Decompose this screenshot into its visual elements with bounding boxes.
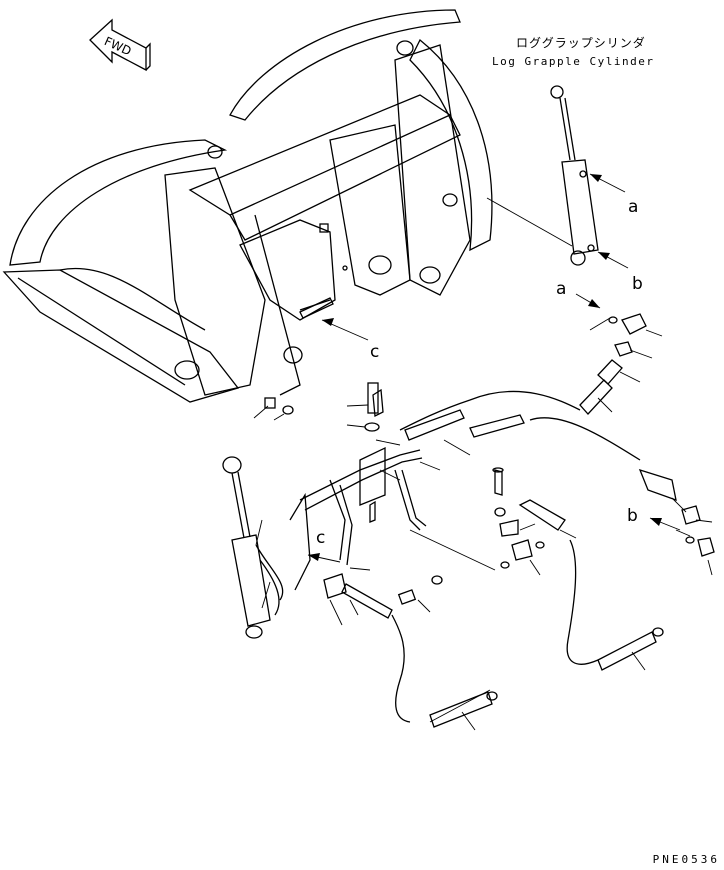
log-grapple-cylinder — [486, 85, 599, 266]
small-bolts — [253, 382, 379, 421]
callout-c-lower-arrow — [307, 553, 341, 563]
callout-c-upper — [321, 318, 369, 341]
callout-c-frame: c — [370, 342, 380, 362]
callout-b-cylinder: b — [632, 274, 643, 294]
lower-left-cylinder — [222, 456, 311, 639]
upper-fittings — [399, 313, 663, 461]
fwd-arrow-icon: FWD — [89, 18, 151, 72]
callout-b-fitting: b — [627, 506, 638, 526]
callout-a-cylinder: a — [628, 197, 639, 217]
callout-b-lower-arrow — [649, 517, 681, 531]
cylinder-title-japanese: ロググラップシリンダ — [516, 36, 646, 50]
lower-clamps — [323, 567, 498, 731]
drawing-code: PNE0536 — [652, 853, 720, 866]
grapple-assembly — [2, 9, 493, 403]
callout-a-fitting: a — [556, 279, 567, 299]
callout-arrows-cylinder — [575, 173, 629, 309]
right-fittings — [492, 467, 715, 671]
center-hose-block — [299, 388, 525, 571]
cylinder-title-english: Log Grapple Cylinder — [492, 55, 655, 68]
callout-c-lower: c — [316, 528, 326, 548]
